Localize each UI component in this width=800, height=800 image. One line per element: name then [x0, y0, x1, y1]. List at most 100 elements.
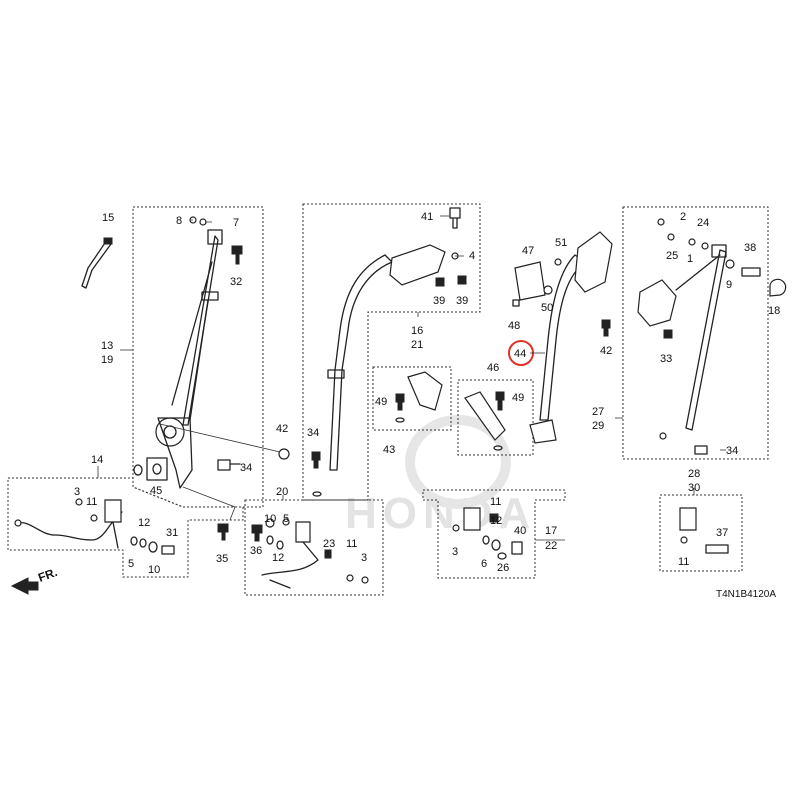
- callout-34-left: 34: [240, 462, 252, 474]
- callout-49a: 49: [375, 396, 387, 408]
- callout-13: 13: [101, 340, 113, 352]
- buckle-20: [295, 521, 311, 543]
- callout-47: 47: [522, 245, 534, 257]
- callout-2: 2: [680, 211, 686, 223]
- front-direction-label: FR.: [36, 565, 59, 585]
- callout-29: 29: [592, 420, 604, 432]
- callout-22: 22: [545, 540, 557, 552]
- bolt-11-center: [489, 513, 499, 523]
- callout-12-left: 12: [138, 517, 150, 529]
- group-box-right-buckle: [659, 494, 743, 572]
- callout-5-rear: 5: [283, 513, 289, 525]
- part-45-box: [146, 457, 168, 481]
- washer-3-rear: [361, 576, 369, 584]
- callout-38: 38: [744, 242, 756, 254]
- callout-33: 33: [660, 353, 672, 365]
- bolt-34-right: [694, 445, 708, 455]
- spacer-5-rear: [282, 518, 290, 526]
- callout-9: 9: [726, 279, 732, 291]
- buckle-left-14-stem: [112, 521, 119, 549]
- washer-12-left: [139, 538, 147, 548]
- callout-19: 19: [101, 354, 113, 366]
- cover-18: [769, 278, 787, 297]
- washer-43: [395, 417, 405, 423]
- washer-26-center: [497, 552, 507, 560]
- callout-34-right: 34: [726, 445, 738, 457]
- buckle-20-harness: [261, 541, 319, 589]
- callout-44: 44: [514, 348, 526, 360]
- group-box-rear-left-buckle: [244, 499, 384, 596]
- bolt-49a: [395, 393, 405, 411]
- bolt-42-left: [278, 448, 290, 460]
- callout-5-left: 5: [128, 558, 134, 570]
- buckle-46: [464, 391, 506, 441]
- clip-48: [512, 299, 520, 307]
- bolt-41: [449, 207, 461, 229]
- callout-30: 30: [688, 482, 700, 494]
- callout-51: 51: [555, 237, 567, 249]
- middle-retractor: [389, 244, 446, 286]
- washer-11-left: [90, 514, 98, 522]
- callout-39a: 39: [433, 295, 445, 307]
- callout-14: 14: [91, 454, 103, 466]
- retractor-left: [155, 417, 185, 447]
- callout-27: 27: [592, 406, 604, 418]
- callout-17: 17: [545, 525, 557, 537]
- front-belt-webbing-left-inner: [171, 261, 213, 421]
- callout-8: 8: [176, 215, 182, 227]
- bolt-36: [251, 524, 263, 542]
- group-box-right-front: [622, 206, 769, 460]
- callout-42-left: 42: [276, 423, 288, 435]
- washer-right-lower: [659, 432, 667, 440]
- diagram-code: T4N1B4120A: [716, 589, 776, 600]
- harness-14-connector: [14, 519, 22, 527]
- clip-51: [554, 258, 562, 266]
- callout-20: 20: [276, 486, 288, 498]
- callout-26: 26: [497, 562, 509, 574]
- washer-11-right: [680, 536, 688, 544]
- callout-49b: 49: [512, 392, 524, 404]
- callout-45: 45: [150, 485, 162, 497]
- callout-16: 16: [411, 325, 423, 337]
- buckle-17: [463, 507, 481, 531]
- bolt-40: [511, 541, 523, 555]
- washer-1-right: [688, 238, 696, 246]
- bolt-39b: [457, 275, 467, 285]
- callout-46: 46: [487, 362, 499, 374]
- callout-37: 37: [716, 527, 728, 539]
- washer-3-left: [75, 498, 83, 506]
- group-box-left-buckle: [7, 477, 244, 578]
- callout-11-center: 11: [490, 496, 501, 508]
- callout-15: 15: [102, 212, 114, 224]
- belt-loop-left: [201, 291, 219, 301]
- callout-23: 23: [323, 538, 335, 550]
- washer-12-rear: [266, 535, 274, 545]
- belt-guide-15: [81, 239, 112, 289]
- rear-center-anchor: [529, 419, 557, 444]
- nut-9-right: [725, 259, 735, 269]
- callout-42-right: 42: [600, 345, 612, 357]
- callout-4: 4: [469, 250, 475, 262]
- middle-belt-webbing: [329, 254, 393, 471]
- front-direction-arrow-icon: [10, 577, 39, 595]
- callout-11-left: 11: [86, 496, 97, 508]
- bolt-35: [217, 523, 229, 541]
- bolt-34-middle: [311, 451, 321, 469]
- callout-48: 48: [508, 320, 520, 332]
- callout-3-rear: 3: [361, 552, 367, 564]
- callout-11-right: 11: [678, 556, 689, 568]
- bolt-42-right: [601, 319, 611, 337]
- retractor-right-strap: [675, 254, 721, 291]
- callout-35: 35: [216, 553, 228, 565]
- callout-36: 36: [250, 545, 262, 557]
- collar-10-left: [148, 541, 158, 553]
- bolt-37: [705, 544, 729, 554]
- washer-left-45a: [133, 464, 143, 476]
- washer-12b-rear: [276, 540, 284, 550]
- washer-middle: [312, 491, 322, 497]
- callout-1: 1: [687, 253, 693, 265]
- rear-center-belt-webbing: [539, 254, 586, 421]
- washer-12-center: [482, 535, 490, 545]
- nut-50: [543, 285, 553, 295]
- callout-12-rear: 12: [272, 552, 284, 564]
